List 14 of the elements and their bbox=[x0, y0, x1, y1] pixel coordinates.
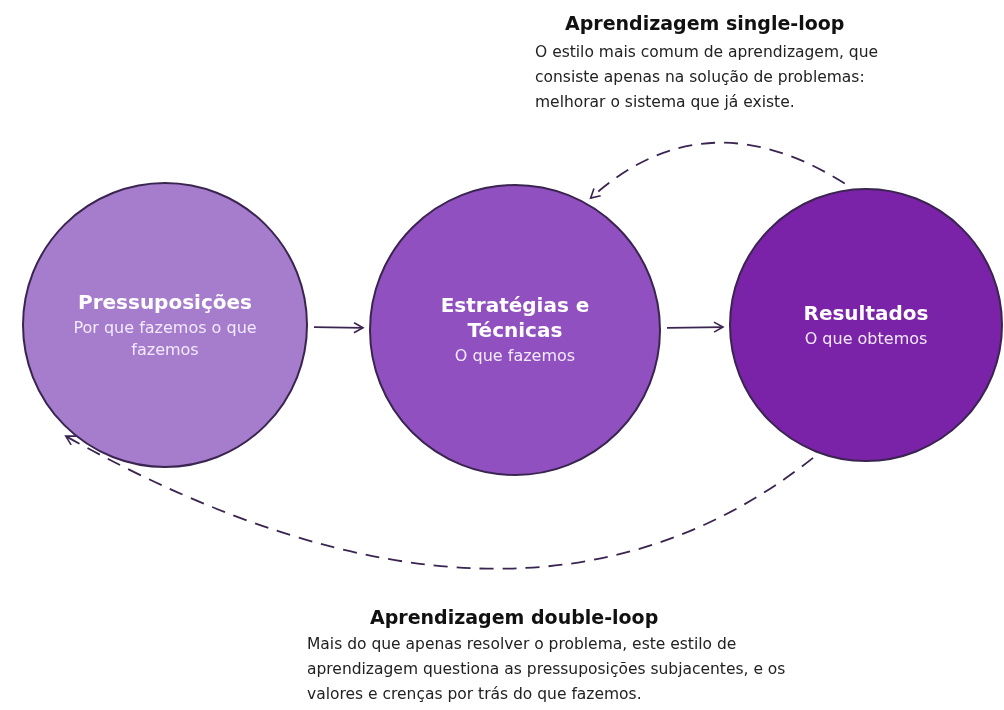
heading: Aprendizagem single-loop bbox=[565, 11, 846, 36]
dashed-arrow bbox=[589, 142, 846, 200]
node-subtitle: O que obtemos bbox=[804, 327, 928, 350]
description-text: O estilo mais comum de aprendizagem, que consiste apenas na solução de problemas: melhorar o sistema que já existe. bbox=[535, 42, 880, 113]
heading: Aprendizagem double-loop bbox=[370, 605, 660, 630]
node-title: Pressuposições bbox=[78, 289, 252, 315]
arrow bbox=[666, 321, 724, 333]
description-text: Mais do que apenas resolver o problema, este estilo de aprendizagem questiona as pressuposições subjacentes, e os valores e crenças por trás do que fazemos. bbox=[307, 634, 787, 705]
node-subtitle: Por que fazemos o que fazemos bbox=[72, 316, 258, 361]
dashed-arrow bbox=[64, 435, 814, 570]
node-subtitle: O que fazemos bbox=[454, 345, 576, 367]
node-title: Resultados bbox=[803, 300, 929, 326]
arrow bbox=[313, 321, 364, 334]
node-title: Estratégias e Técnicas bbox=[439, 293, 591, 344]
